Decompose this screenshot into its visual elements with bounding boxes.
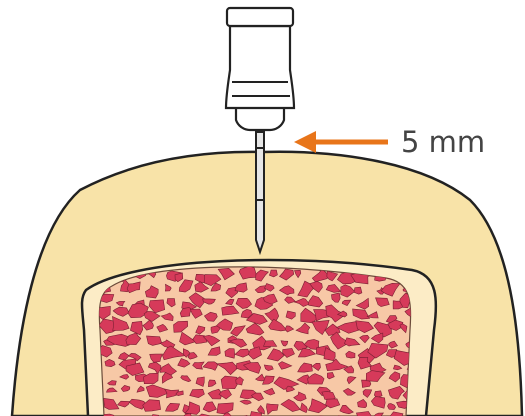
trabecular-spot (221, 376, 237, 389)
needle-shaft (256, 132, 264, 252)
needle-hub-cap (227, 8, 293, 26)
callout-label: 5 mm (401, 124, 485, 160)
arrow-left-icon (294, 131, 388, 153)
trabecular-spot (147, 336, 162, 345)
trabecular-spot (269, 270, 277, 277)
needle-hub-collar (236, 106, 284, 130)
callout-arrow-head (294, 131, 316, 153)
